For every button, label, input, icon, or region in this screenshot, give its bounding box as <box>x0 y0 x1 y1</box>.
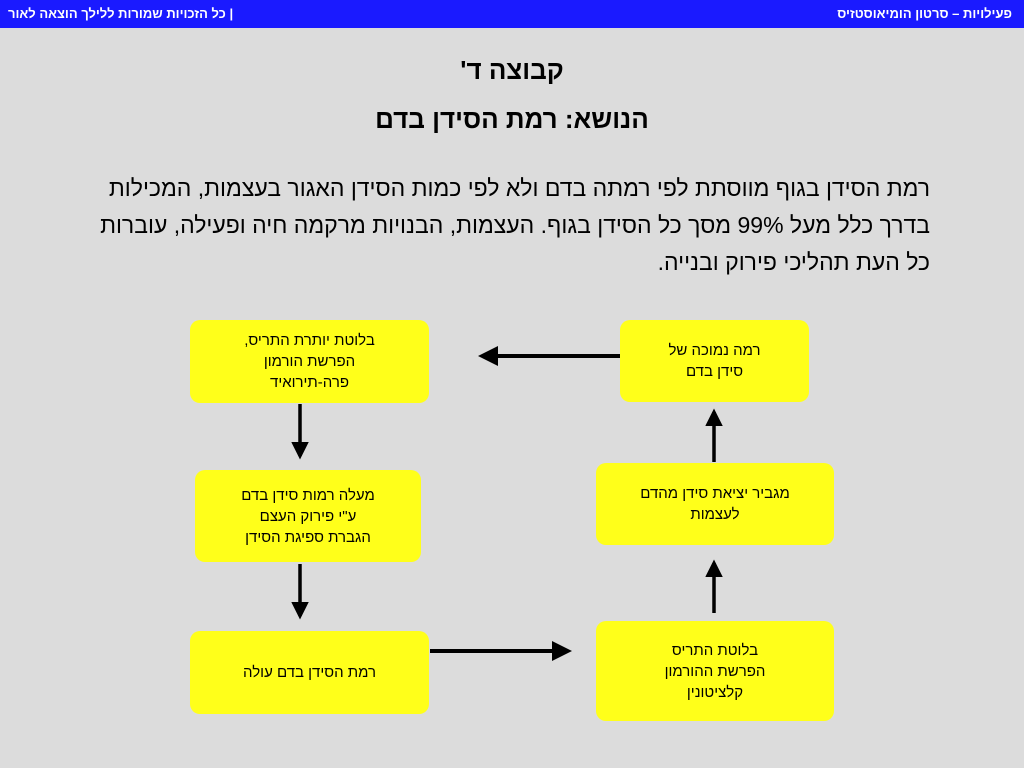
box-release-to-bone-label: מגביר יציאת סידן מהדם לעצמות <box>640 485 790 523</box>
header-bar: כל הזכויות שמורות ללילך הוצאה לאור | פעי… <box>0 0 1024 28</box>
intro-paragraph: רמת הסידן בגוף מווסתת לפי רמתה בדם ולא ל… <box>100 175 930 275</box>
topic-title: הנושא: רמת הסידן בדם <box>375 104 649 134</box>
box-release-to-bone: מגביר יציאת סידן מהדם לעצמות <box>596 463 834 545</box>
box-low-calcium: רמה נמוכה של סידן בדם <box>620 320 809 402</box>
box-parathyroid: בלוטת יותרת התריס, הפרשת הורמון פרה-תירו… <box>190 320 429 403</box>
box-thyroid-label: בלוטת התריס הפרשת ההורמון קלציטונין <box>664 641 766 701</box>
box-raise-levels: מעלה רמות סידן בדם ע"י פירוק העצם הגברת … <box>195 470 421 562</box>
activity-title: פעילויות – סרטון הומיאוסטזיס <box>837 6 1012 21</box>
box-low-calcium-label: רמה נמוכה של סידן בדם <box>668 342 761 380</box>
box-thyroid: בלוטת התריס הפרשת ההורמון קלציטונין <box>596 621 834 721</box>
copyright-text: כל הזכויות שמורות ללילך הוצאה לאור | <box>8 6 234 21</box>
box-raise-levels-label: מעלה רמות סידן בדם ע"י פירוק העצם הגברת … <box>241 486 375 546</box>
group-title: קבוצה ד' <box>460 55 564 85</box>
box-level-rises-label: רמת הסידן בדם עולה <box>243 664 376 681</box>
box-parathyroid-label: בלוטת יותרת התריס, הפרשת הורמון פרה-תירו… <box>244 332 375 391</box>
box-level-rises: רמת הסידן בדם עולה <box>190 631 429 714</box>
